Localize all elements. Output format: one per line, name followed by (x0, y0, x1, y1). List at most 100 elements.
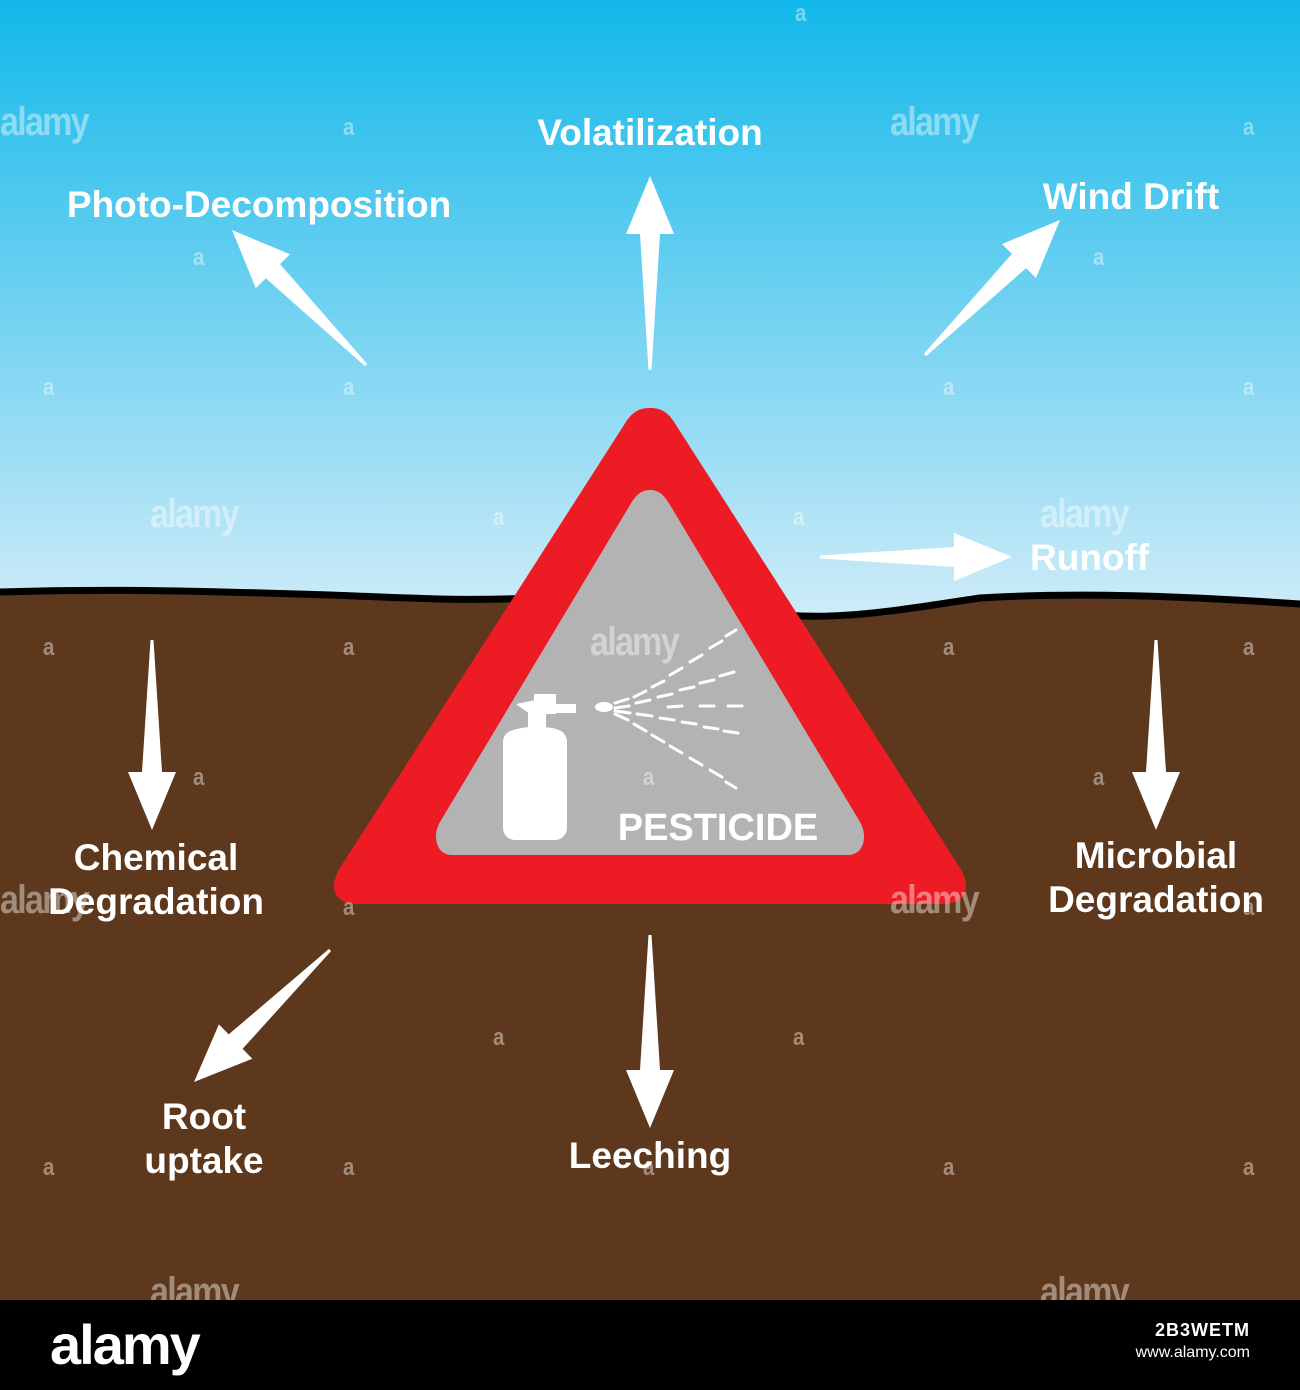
watermark-mark: a (43, 634, 54, 661)
spray-dash (666, 704, 684, 709)
watermark-mark: a (1243, 374, 1254, 401)
spray-dash (668, 744, 684, 755)
spray-dash (698, 678, 716, 685)
label-chemical-degradation: Chemical Degradation (48, 836, 264, 925)
spray-mist (595, 628, 744, 790)
footer-logo: alamy (50, 1313, 201, 1376)
label-leeching: Leeching (569, 1134, 731, 1178)
watermark-mark: a (643, 244, 654, 271)
spray-dash (708, 768, 724, 779)
watermark-word: alamy (150, 492, 240, 536)
spray-dash (613, 704, 631, 710)
spray-dash (613, 697, 630, 705)
spray-dash (722, 729, 740, 735)
warning-sign: PESTICIDE (334, 408, 966, 904)
spray-dash (634, 698, 652, 705)
sign-label: PESTICIDE (618, 807, 819, 849)
label-line: Volatilization (537, 112, 763, 153)
footer-site: www.alamy.com (1135, 1344, 1250, 1362)
watermark-word: alamy (0, 878, 90, 922)
arrow-microbial-degradation (1132, 640, 1180, 830)
spray-dash (650, 679, 666, 689)
watermark-word: alamy (890, 100, 980, 144)
watermark-mark: a (43, 374, 54, 401)
spray-dash (656, 692, 674, 699)
watermark-mark: a (193, 764, 204, 791)
watermark-mark: a (643, 1154, 654, 1181)
watermark-mark: a (193, 244, 204, 271)
spray-dash (708, 639, 724, 650)
arrow-runoff (820, 533, 1012, 581)
spray-dash (678, 685, 696, 692)
watermark-mark: a (643, 764, 654, 791)
footer-image-id: 2B3WETM (1154, 1320, 1250, 1340)
watermark-mark: a (343, 634, 354, 661)
watermark-mark: a (793, 504, 804, 531)
label-line: Degradation (1048, 879, 1264, 921)
watermark-mark: a (343, 1154, 354, 1181)
watermark-mark: a (343, 374, 354, 401)
label-line: Root (161, 1096, 247, 1137)
spray-dash (688, 653, 704, 664)
watermark-mark: a (1243, 114, 1254, 141)
watermark-word: alamy (590, 620, 680, 664)
spray-dash (632, 722, 648, 733)
spray-dash (702, 725, 720, 731)
arrow-root-uptake (194, 948, 331, 1082)
arrow-wind-drift (923, 220, 1060, 357)
watermark-mark: a (1243, 894, 1254, 921)
watermark-word: alamy (890, 878, 980, 922)
label-photo-decomposition: Photo-Decomposition (67, 183, 451, 227)
watermark-mark: a (795, 0, 806, 27)
pathway-arrows (128, 176, 1180, 1128)
label-microbial-degradation: Microbial Degradation (1048, 834, 1264, 923)
spray-dash (613, 712, 630, 722)
spray-dash (724, 780, 738, 790)
spray-bottle-icon (503, 694, 576, 840)
label-line: Degradation (48, 881, 264, 923)
footer-bar (0, 1300, 1300, 1390)
label-line: Photo-Decomposition (66, 184, 452, 225)
spray-dash (658, 716, 676, 722)
label-line: Runoff (1030, 537, 1150, 578)
spray-dash (688, 756, 704, 767)
watermark-mark: a (493, 1024, 504, 1051)
label-volatilization: Volatilization (537, 111, 762, 155)
watermark-mark: a (343, 894, 354, 921)
watermark-mark: a (1093, 244, 1104, 271)
label-line: Microbial (1074, 835, 1238, 876)
spray-dash (613, 709, 632, 715)
spray-dash (724, 628, 738, 638)
spray-dash (632, 689, 648, 699)
spray-dash (668, 666, 684, 677)
watermark-mark: a (1093, 764, 1104, 791)
watermark-word: alamy (0, 100, 90, 144)
label-line: Leeching (568, 1135, 732, 1176)
footer-credit: 2B3WETM www.alamy.com (1136, 1318, 1250, 1364)
spray-dash (650, 733, 666, 744)
watermark-mark: a (943, 1154, 954, 1181)
label-line: uptake (144, 1140, 264, 1182)
arrow-chemical-degradation (128, 640, 176, 830)
label-runoff: Runoff (1030, 536, 1149, 580)
label-root-uptake: Root uptake (144, 1095, 263, 1184)
arrow-volatilization (626, 176, 674, 370)
watermark-mark: a (1243, 1154, 1254, 1181)
arrow-leeching (626, 935, 674, 1128)
label-wind-drift: Wind Drift (1043, 175, 1219, 219)
label-line: Wind Drift (1042, 176, 1220, 217)
label-line: Chemical (73, 837, 239, 878)
watermark-word: alamy (1040, 492, 1130, 536)
watermark-mark: a (793, 1024, 804, 1051)
watermark-mark: a (343, 114, 354, 141)
watermark-mark: a (943, 374, 954, 401)
spray-dash (680, 720, 698, 726)
watermark-mark: a (43, 1154, 54, 1181)
watermark-mark: a (493, 504, 504, 531)
spray-dash (718, 670, 736, 678)
watermark-mark: a (943, 634, 954, 661)
spray-dash (635, 712, 654, 718)
watermark-mark: a (1243, 634, 1254, 661)
